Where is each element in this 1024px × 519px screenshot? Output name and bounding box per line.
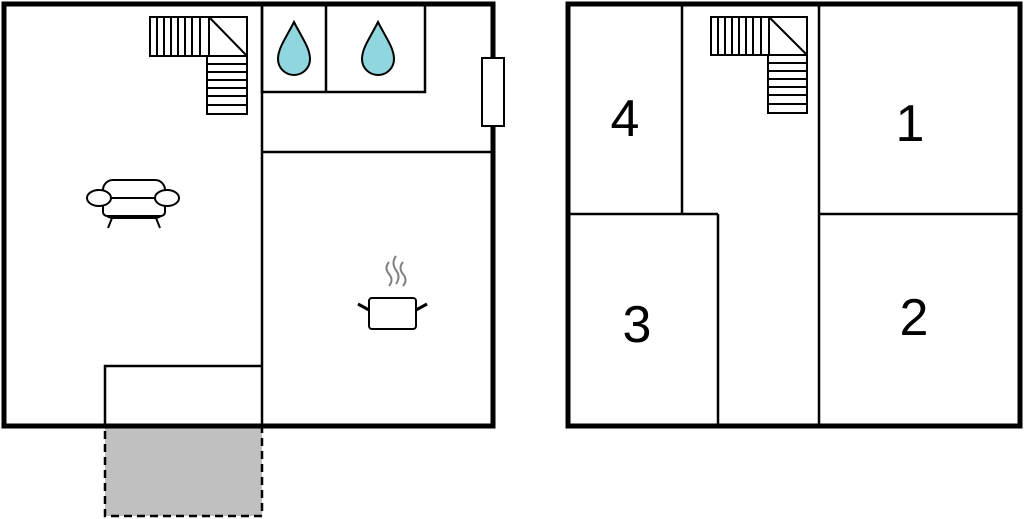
room-number-2: 2	[900, 289, 929, 347]
room-number-3: 3	[623, 296, 652, 354]
staircase-icon	[149, 16, 248, 115]
sofa-icon	[86, 179, 180, 229]
ground-floor-outer-wall	[1, 1, 496, 429]
cooking-pot-icon	[357, 255, 428, 330]
terrace	[103, 424, 264, 518]
water-drop-icon	[360, 19, 396, 76]
room-number-4: 4	[611, 90, 640, 148]
water-drop-icon	[276, 19, 312, 76]
bathroom-fixtures	[260, 2, 427, 94]
window	[481, 57, 505, 127]
room-number-1: 1	[896, 95, 925, 153]
ground-floor	[1, 1, 505, 518]
staircase-icon	[710, 16, 808, 114]
upper-floor: 4 1 3 2	[565, 1, 1023, 429]
entrance-porch	[103, 364, 262, 426]
